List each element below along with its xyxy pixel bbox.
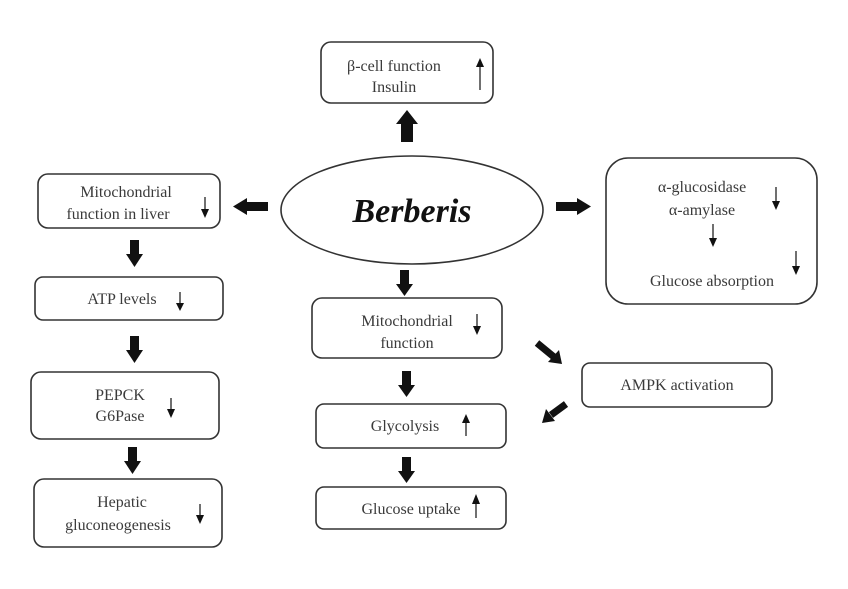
up-indicator-icon	[472, 494, 480, 518]
arrow-atp-to-pepck	[126, 336, 143, 363]
arrow-mito-liver-to-atp	[126, 240, 143, 267]
pepck-line-1: PEPCK	[95, 387, 145, 404]
glycolysis-box	[315, 403, 507, 449]
glycolysis-line-1: Glycolysis	[371, 418, 439, 435]
arrow-berberis-to-mito-liver	[233, 198, 268, 215]
node-glycolysis: Glycolysis	[315, 403, 507, 449]
atp-box	[34, 276, 224, 321]
pepck-box	[30, 371, 220, 440]
ampk-box	[581, 362, 773, 408]
enzymes-line-2: α-amylase	[669, 202, 735, 219]
arrow-pepck-to-hepatic	[124, 447, 141, 474]
node-enzymes: α-glucosidase α-amylase Glucose absorpti…	[605, 157, 818, 305]
arrow-mito-to-ampk	[534, 340, 562, 364]
node-berberis: Berberis	[280, 155, 544, 265]
enzymes-box	[605, 157, 818, 305]
center-ellipse	[280, 155, 544, 265]
up-indicator-icon	[476, 58, 484, 90]
node-beta-cell: β-cell function Insulin	[320, 41, 494, 104]
node-atp: ATP levels	[34, 276, 224, 321]
hepatic-box	[33, 478, 223, 548]
node-uptake: Glucose uptake	[315, 486, 507, 530]
hepatic-line-2: gluconeogenesis	[65, 517, 171, 534]
mito-box	[311, 297, 503, 359]
pepck-line-2: G6Pase	[96, 408, 145, 425]
up-indicator-icon	[462, 414, 470, 436]
down-indicator-icon	[473, 314, 481, 335]
node-pepck: PEPCK G6Pase	[30, 371, 220, 440]
arrow-glycolysis-to-uptake	[398, 457, 415, 483]
beta-cell-line-1: β-cell function	[347, 58, 441, 75]
mito-line-1: Mitochondrial	[361, 313, 453, 330]
arrow-berberis-to-mito	[396, 270, 413, 296]
node-mito: Mitochondrial function	[311, 297, 503, 359]
mito-liver-box	[37, 173, 221, 229]
arrow-mito-to-glycolysis	[398, 371, 415, 397]
node-hepatic: Hepatic gluconeogenesis	[33, 478, 223, 548]
node-ampk: AMPK activation	[581, 362, 773, 408]
arrow-berberis-to-enzymes	[556, 198, 591, 215]
down-indicator-icon	[792, 251, 800, 275]
down-indicator-icon	[709, 224, 717, 247]
down-indicator-icon	[196, 504, 204, 524]
uptake-line-1: Glucose uptake	[361, 501, 460, 518]
down-indicator-icon	[201, 197, 209, 218]
mito-line-2: function	[380, 335, 433, 352]
enzymes-line-1: α-glucosidase	[658, 179, 746, 196]
center-label: Berberis	[352, 193, 472, 230]
uptake-box	[315, 486, 507, 530]
down-indicator-icon	[772, 187, 780, 210]
atp-line-1: ATP levels	[87, 291, 156, 308]
node-mito-liver: Mitochondrial function in liver	[37, 173, 221, 229]
arrow-berberis-to-beta-cell	[396, 110, 418, 142]
down-indicator-icon	[176, 292, 184, 311]
beta-cell-line-2: Insulin	[372, 79, 416, 96]
down-indicator-icon	[167, 398, 175, 418]
ampk-line-1: AMPK activation	[620, 377, 733, 394]
hepatic-line-1: Hepatic	[97, 494, 147, 511]
mito-liver-line-2: function in liver	[66, 206, 170, 223]
arrow-ampk-to-glycolysis	[542, 401, 569, 423]
enzymes-line-3: Glucose absorption	[650, 273, 774, 290]
beta-cell-box	[320, 41, 494, 104]
mito-liver-line-1: Mitochondrial	[80, 184, 172, 201]
